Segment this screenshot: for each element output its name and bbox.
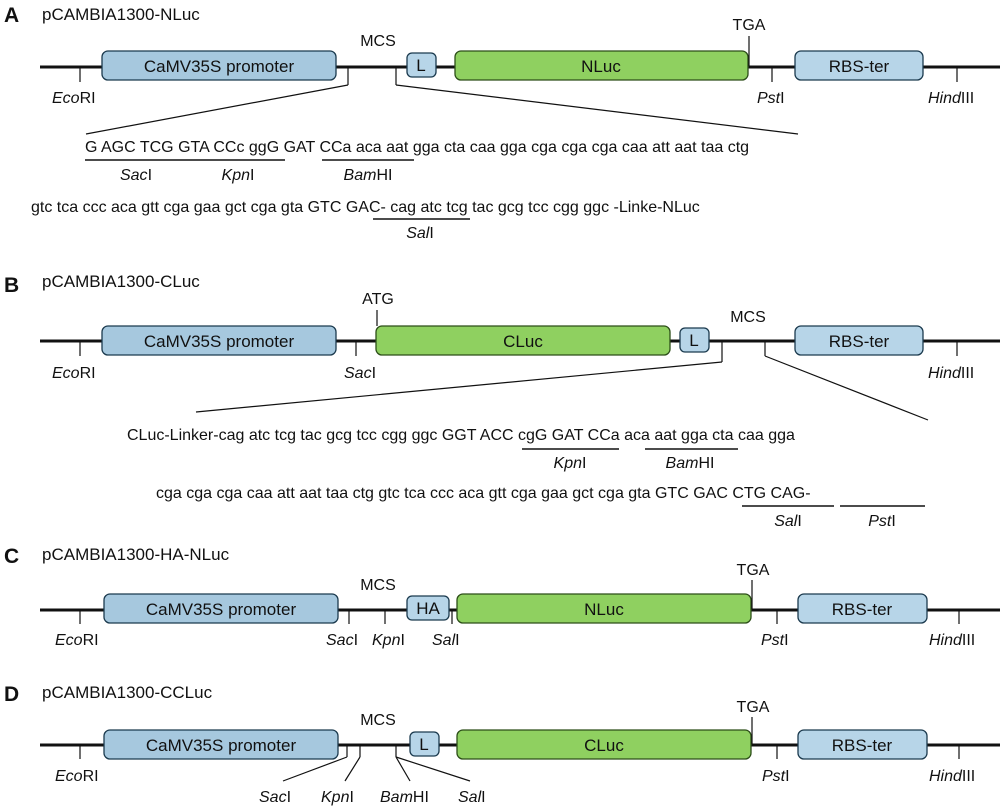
panel-a-tga-label: TGA bbox=[733, 17, 766, 34]
panel-d-terminator-box bbox=[797, 729, 928, 760]
panel-b-bamhi-site: BamHI bbox=[666, 455, 715, 472]
panel-d-cluc-label: CLuc bbox=[584, 736, 624, 755]
panel-a-hindiii-label: HindIII bbox=[928, 90, 974, 107]
panel-b-expansion-left bbox=[195, 361, 723, 413]
panel-d-letter: D bbox=[4, 683, 19, 706]
panel-b-sequence-line2: cga cga cga caa att aat taa ctg gtc tca … bbox=[156, 485, 811, 502]
panel-a-letter: A bbox=[4, 4, 19, 27]
panel-a-mcs-label: MCS bbox=[360, 33, 396, 50]
panel-a-linker-label: L bbox=[416, 56, 425, 75]
panel-b-terminator-label: RBS-ter bbox=[829, 332, 890, 351]
panel-a-sali-site: SalI bbox=[406, 225, 434, 242]
panel-c-terminator-box bbox=[797, 593, 928, 624]
panel-a-terminator-label: RBS-ter bbox=[829, 57, 890, 76]
panel-b-cluc-box bbox=[375, 325, 671, 356]
panel-a-kpni-site: KpnI bbox=[222, 167, 255, 184]
panel-a-terminator-box bbox=[794, 50, 924, 81]
panel-a-title: pCAMBIA1300-NLuc bbox=[42, 5, 200, 24]
panel-c-hindiii-label: HindIII bbox=[929, 632, 975, 649]
panel-b-promoter-box bbox=[101, 325, 337, 356]
panel-d-title: pCAMBIA1300-CCLuc bbox=[42, 683, 213, 702]
panel-a-ecori-label: EcoRI bbox=[52, 90, 96, 107]
panel-d: D pCAMBIA1300-CCLuc CaMV35S promoter L C… bbox=[4, 683, 1000, 806]
panel-b-atg-label: ATG bbox=[362, 291, 394, 308]
panel-c-tga-label: TGA bbox=[737, 562, 770, 579]
panel-b-psti-site: PstI bbox=[868, 513, 896, 530]
panel-a-linker-box bbox=[406, 52, 437, 78]
panel-b-letter: B bbox=[4, 274, 19, 297]
panel-d-hindiii-label: HindIII bbox=[929, 768, 975, 785]
panel-b-linker-label: L bbox=[689, 331, 698, 350]
panel-a-saci-site: SacI bbox=[120, 167, 152, 184]
panel-d-kpni-label: KpnI bbox=[321, 789, 354, 806]
panel-b-cluc-label: CLuc bbox=[503, 332, 543, 351]
panel-b-title: pCAMBIA1300-CLuc bbox=[42, 272, 200, 291]
panel-d-promoter-box bbox=[103, 729, 339, 760]
panel-d-saci-leader bbox=[282, 756, 348, 782]
panel-b-promoter-label: CaMV35S promoter bbox=[144, 332, 295, 351]
panel-a-expansion-right bbox=[395, 84, 799, 135]
panel-c-sali-label: SalI bbox=[432, 632, 460, 649]
panel-d-sali-leader bbox=[395, 756, 471, 782]
panel-a-sequence-line2: gtc tca ccc aca gtt cga gaa gct cga gta … bbox=[31, 199, 700, 216]
panel-c-title: pCAMBIA1300-HA-NLuc bbox=[42, 545, 230, 564]
panel-d-terminator-label: RBS-ter bbox=[832, 736, 893, 755]
panel-c-mcs-label: MCS bbox=[360, 577, 396, 594]
panel-d-bamhi-label: BamHI bbox=[380, 789, 429, 806]
panel-c-psti-label: PstI bbox=[761, 632, 789, 649]
panel-d-saci-label: SacI bbox=[259, 789, 291, 806]
panel-d-sali-label: SalI bbox=[458, 789, 486, 806]
panel-d-linker-box bbox=[409, 731, 440, 757]
panel-b-sali-site: SalI bbox=[774, 513, 802, 530]
panel-c-promoter-box bbox=[103, 593, 339, 624]
panel-c-saci-label: SacI bbox=[326, 632, 358, 649]
panel-b-mcs-label: MCS bbox=[730, 309, 766, 326]
panel-c-ha-label: HA bbox=[416, 599, 440, 618]
panel-d-ecori-label: EcoRI bbox=[55, 768, 99, 785]
panel-c-ha-box bbox=[406, 595, 450, 621]
panel-a-expansion-left bbox=[85, 84, 349, 135]
panel-a-promoter-label: CaMV35S promoter bbox=[144, 57, 295, 76]
panel-a-promoter-box bbox=[101, 50, 337, 81]
panel-d-tga-label: TGA bbox=[737, 699, 770, 716]
panel-d-promoter-label: CaMV35S promoter bbox=[146, 736, 297, 755]
panel-c-promoter-label: CaMV35S promoter bbox=[146, 600, 297, 619]
panel-a-psti-label: PstI bbox=[757, 90, 785, 107]
panel-b-sequence-line1: CLuc-Linker-cag atc tcg tac gcg tcc cgg … bbox=[127, 427, 795, 444]
panel-c-ecori-label: EcoRI bbox=[55, 632, 99, 649]
panel-b-hindiii-label: HindIII bbox=[928, 365, 974, 382]
panel-d-mcs-label: MCS bbox=[360, 712, 396, 729]
panel-c-nluc-box bbox=[456, 593, 752, 624]
panel-b-linker-box bbox=[679, 327, 710, 353]
panel-c: C pCAMBIA1300-HA-NLuc CaMV35S promoter H… bbox=[4, 545, 1000, 649]
panel-b-saci-label: SacI bbox=[344, 365, 376, 382]
panel-b-terminator-box bbox=[794, 325, 924, 356]
panel-d-kpni-leader bbox=[344, 756, 361, 782]
panel-a-sequence-line1: G AGC TCG GTA CCc ggG GAT CCa aca aat gg… bbox=[85, 139, 749, 156]
panel-d-psti-label: PstI bbox=[762, 768, 790, 785]
panel-c-nluc-label: NLuc bbox=[584, 600, 624, 619]
panel-b: B pCAMBIA1300-CLuc CaMV35S promoter CLuc… bbox=[4, 272, 1000, 530]
panel-a-nluc-box bbox=[454, 50, 749, 81]
panel-a-nluc-label: NLuc bbox=[581, 57, 621, 76]
panel-b-ecori-label: EcoRI bbox=[52, 365, 96, 382]
panel-c-letter: C bbox=[4, 545, 19, 568]
panel-d-cluc-box bbox=[456, 729, 752, 760]
panel-d-linker-label: L bbox=[419, 735, 428, 754]
panel-c-terminator-label: RBS-ter bbox=[832, 600, 893, 619]
panel-b-expansion-right bbox=[764, 355, 929, 421]
panel-b-kpni-site: KpnI bbox=[554, 455, 587, 472]
panel-d-bamhi-leader bbox=[395, 756, 411, 782]
panel-a: A pCAMBIA1300-NLuc CaMV35S promoter L NL… bbox=[4, 4, 1000, 242]
panel-c-kpni-label: KpnI bbox=[372, 632, 405, 649]
panel-a-bamhi-site: BamHI bbox=[344, 167, 393, 184]
